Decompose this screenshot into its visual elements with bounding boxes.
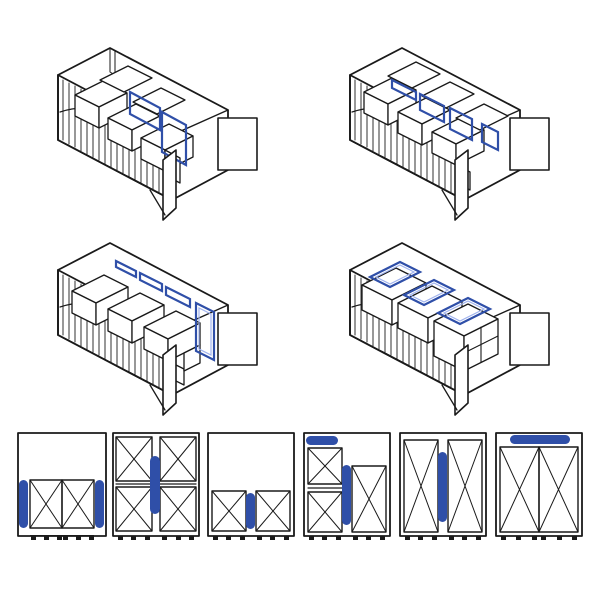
pallet-base [309, 536, 385, 540]
pallet-load [307, 447, 387, 533]
airbag-left [19, 480, 28, 528]
pallet-load [29, 479, 95, 529]
container-door [441, 117, 550, 221]
section-panel-2 [112, 432, 200, 540]
container-illustration-2 [349, 47, 550, 221]
section-panel-3 [207, 432, 295, 540]
airbags [114, 259, 216, 362]
cargo-boxes [71, 274, 201, 386]
section-panel-6 [495, 432, 583, 540]
container-illustration-3 [57, 242, 258, 416]
airbag-center [438, 452, 447, 522]
container-illustration-4 [349, 242, 550, 416]
container-illustration-1 [57, 47, 258, 221]
pallet-load [115, 436, 197, 532]
airbag-center [246, 493, 255, 529]
section-panel-5 [399, 432, 487, 540]
container-door [149, 117, 258, 221]
pallet-load [403, 439, 483, 533]
pallet-base [501, 536, 577, 540]
airbag-center [150, 456, 160, 514]
pallet-base [405, 536, 481, 540]
container-door [441, 312, 550, 416]
airbags [128, 90, 188, 167]
pallet-base [118, 536, 194, 540]
airbag-center [342, 465, 351, 525]
pallet-load [499, 446, 579, 533]
airbags [390, 78, 500, 152]
container-door [149, 312, 258, 416]
airbag-top [510, 435, 570, 444]
airbags [367, 260, 493, 326]
pallet-base [213, 536, 289, 540]
pallet-base [30, 535, 94, 540]
section-panel-4 [303, 432, 391, 540]
airbag-right [95, 480, 104, 528]
airbag-top [306, 436, 338, 445]
section-panel-1 [17, 432, 107, 540]
